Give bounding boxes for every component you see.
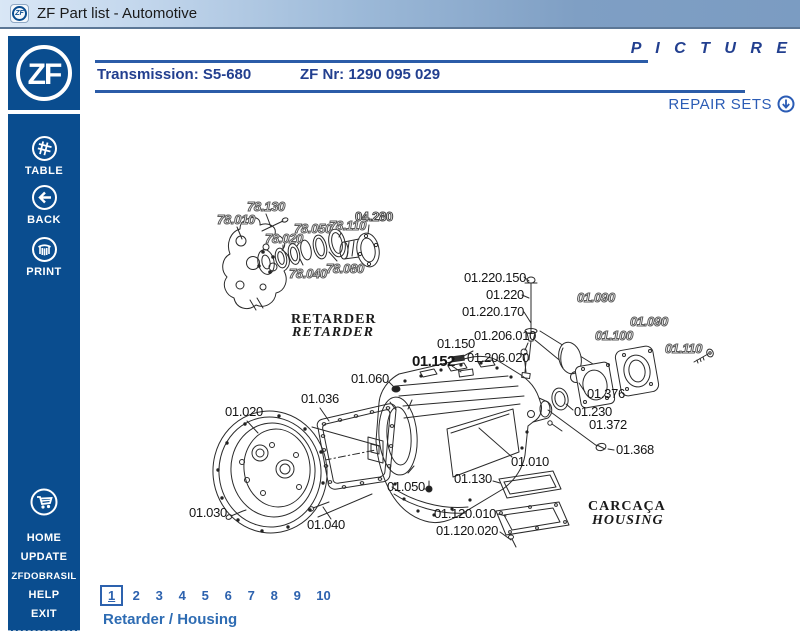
part-label-01.120.020[interactable]: 01.120.020 bbox=[436, 523, 499, 538]
diagram-caption: CARCAÇA bbox=[588, 499, 666, 514]
diagram-caption: RETARDER bbox=[292, 325, 374, 340]
part-label-01.130[interactable]: 01.130 bbox=[454, 471, 492, 486]
part-label-01.206.010[interactable]: 01.206.010 bbox=[474, 328, 537, 343]
part-label-01.090[interactable]: 01.090 bbox=[577, 290, 616, 305]
part-label-01.100[interactable]: 01.100 bbox=[595, 328, 634, 343]
page-10[interactable]: 10 bbox=[316, 588, 331, 603]
repair-sets-label: REPAIR SETS bbox=[668, 95, 772, 113]
sidebar-item-table[interactable]: TABLE bbox=[8, 135, 80, 177]
page-1[interactable]: 1 bbox=[100, 585, 124, 606]
repair-sets-link[interactable]: REPAIR SETS bbox=[560, 95, 795, 113]
window-title: ZF Part list - Automotive bbox=[37, 5, 198, 22]
page-6[interactable]: 6 bbox=[224, 588, 232, 603]
sidebar-item-help[interactable]: HELP bbox=[28, 589, 60, 601]
part-label-01.050[interactable]: 01.050 bbox=[387, 479, 425, 494]
part-label-01.368[interactable]: 01.368 bbox=[616, 442, 654, 457]
cart-icon bbox=[30, 488, 58, 516]
part-label-01.060[interactable]: 01.060 bbox=[351, 371, 389, 386]
part-label-01.030[interactable]: 01.030 bbox=[189, 505, 227, 520]
part-label-01.220.150[interactable]: 01.220.150 bbox=[464, 270, 527, 285]
zf-roundel-icon: ZF bbox=[16, 45, 72, 101]
part-label-01.010[interactable]: 01.010 bbox=[511, 454, 549, 469]
page-5[interactable]: 5 bbox=[201, 588, 209, 603]
diagram-caption: HOUSING bbox=[592, 513, 664, 528]
part-label-01.372[interactable]: 01.372 bbox=[589, 417, 627, 432]
printer-icon bbox=[31, 237, 57, 262]
page-3[interactable]: 3 bbox=[155, 588, 163, 603]
zf-nr-label: ZF Nr: 1290 095 029 bbox=[300, 66, 441, 83]
sidebar: TABLE BACK PRINT bbox=[8, 114, 80, 631]
page-7[interactable]: 7 bbox=[247, 588, 255, 603]
diagram-caption: RETARDER bbox=[291, 312, 377, 327]
part-label-78.050[interactable]: 78.050 bbox=[294, 221, 333, 236]
page-9[interactable]: 9 bbox=[293, 588, 301, 603]
header-rule-top bbox=[95, 60, 648, 63]
part-label-01.040[interactable]: 01.040 bbox=[307, 517, 345, 532]
part-label-01.036[interactable]: 01.036 bbox=[301, 391, 339, 406]
sidebar-item-shop[interactable] bbox=[8, 487, 80, 517]
svg-text:ZF: ZF bbox=[28, 58, 62, 91]
app-zf-icon: ZF bbox=[10, 4, 29, 23]
page-4[interactable]: 4 bbox=[178, 588, 186, 603]
title-bar: ZF ZF Part list - Automotive bbox=[0, 0, 800, 29]
page-2[interactable]: 2 bbox=[132, 588, 140, 603]
part-label-78.040[interactable]: 78.040 bbox=[289, 266, 328, 281]
sidebar-item-print[interactable]: PRINT bbox=[8, 236, 80, 278]
page-8[interactable]: 8 bbox=[270, 588, 278, 603]
table-grid-icon bbox=[31, 136, 57, 161]
part-label-01.376[interactable]: 01.376 bbox=[587, 386, 625, 401]
part-label-01.150[interactable]: 01.150 bbox=[437, 336, 475, 351]
sidebar-item-home[interactable]: HOME bbox=[26, 532, 62, 544]
part-label-01.110[interactable]: 01.110 bbox=[665, 341, 703, 356]
part-label-78.110[interactable]: 78.110 bbox=[329, 218, 367, 233]
arrow-left-icon bbox=[31, 185, 57, 210]
part-label-01.120.010[interactable]: 01.120.010 bbox=[434, 506, 497, 521]
circle-arrow-down-icon bbox=[777, 95, 795, 113]
part-label-78.130[interactable]: 78.130 bbox=[247, 199, 286, 214]
sidebar-item-back[interactable]: BACK bbox=[8, 184, 80, 226]
transmission-label: Transmission: S5-680 bbox=[97, 66, 252, 83]
page-caption: Retarder / Housing bbox=[103, 611, 238, 628]
part-label-04.280[interactable]: 04.280 bbox=[355, 209, 394, 224]
part-label-01.220[interactable]: 01.220 bbox=[486, 287, 524, 302]
part-label-78.010[interactable]: 78.010 bbox=[217, 212, 256, 227]
part-label-01.152[interactable]: 01.152 bbox=[412, 353, 455, 370]
sidebar-item-exit[interactable]: EXIT bbox=[30, 608, 58, 620]
zf-logo: ZF bbox=[8, 36, 80, 110]
part-label-01.230[interactable]: 01.230 bbox=[574, 404, 612, 419]
part-label-78.020[interactable]: 78.020 bbox=[265, 231, 304, 246]
header-rule-bottom bbox=[95, 90, 745, 93]
sidebar-item-zfdobrasil[interactable]: ZFDOBRASIL bbox=[11, 571, 77, 582]
part-label-78.080[interactable]: 78.080 bbox=[326, 261, 365, 276]
sidebar-item-update[interactable]: UPDATE bbox=[20, 551, 68, 563]
page-title-picture: P I C T U R E bbox=[630, 40, 792, 57]
part-label-01.206.020[interactable]: 01.206.020 bbox=[467, 350, 530, 365]
part-label-01.090[interactable]: 01.090 bbox=[630, 314, 669, 329]
part-label-01.020[interactable]: 01.020 bbox=[225, 404, 263, 419]
part-label-01.220.170[interactable]: 01.220.170 bbox=[462, 304, 525, 319]
